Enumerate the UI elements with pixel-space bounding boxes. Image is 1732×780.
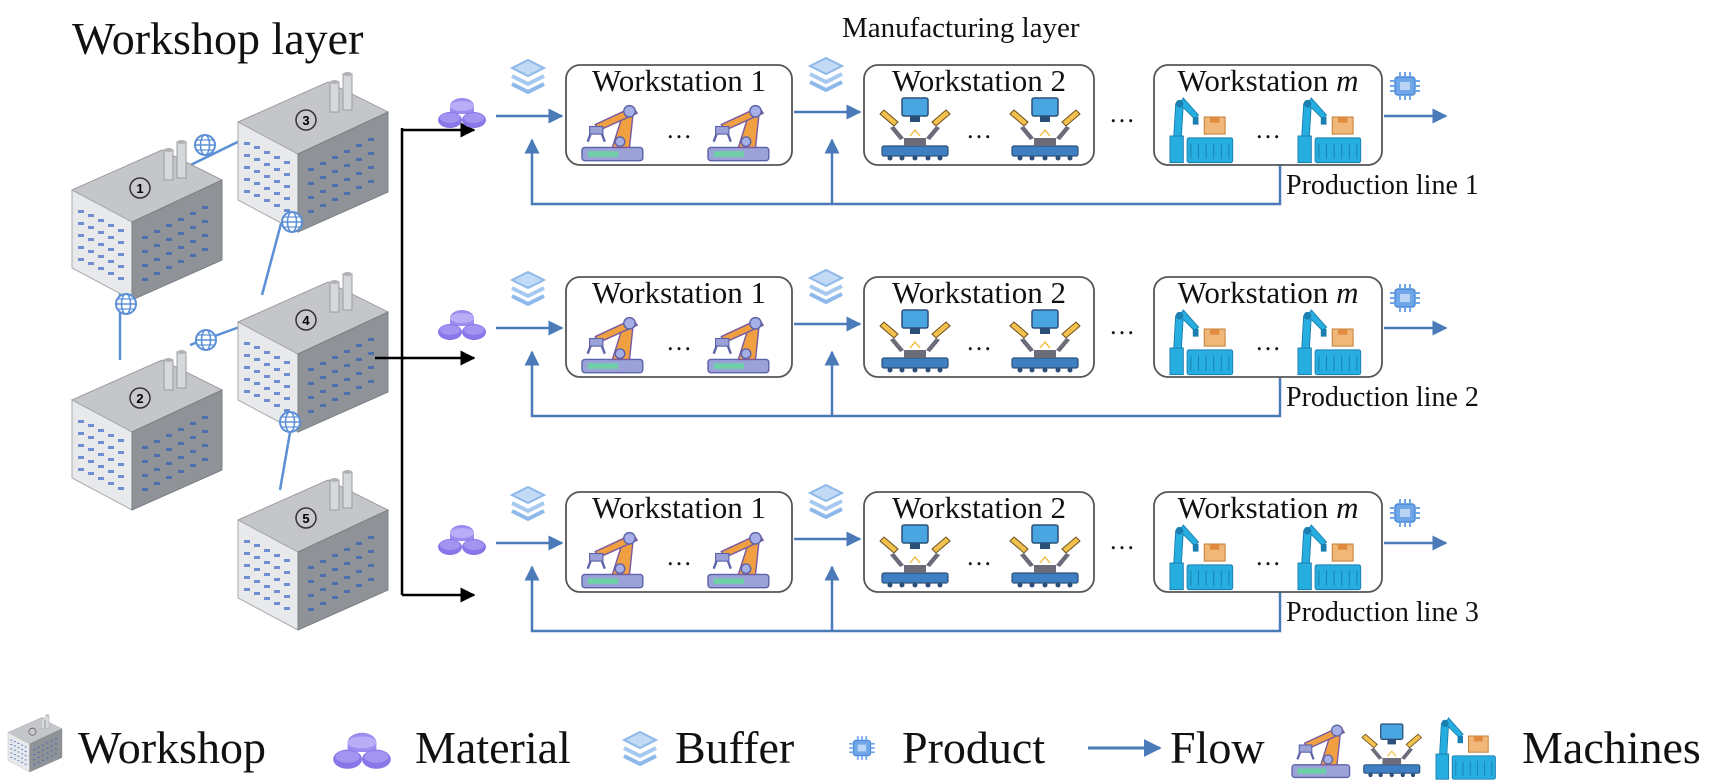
workstation-name: Workstation 2 [892,63,1066,98]
station-ellipsis: … [1109,99,1135,128]
legend-cobot-icon [1435,717,1496,780]
product-icon [1389,71,1421,101]
machine-ellipsis: … [666,115,692,144]
workstation-name: Workstation 1 [592,490,766,525]
workshop-group: 1 2 3 4 5 [71,71,389,631]
machine-ellipsis: … [966,327,992,356]
production-line-1: Workstation 1…Workstation 2…Workstation … [438,56,1479,206]
workshop-building-5: 5 [237,469,389,631]
workstation-index: m [1336,490,1358,525]
manufacturing-layer-title: Manufacturing layer [842,12,1080,44]
workstation-2: Workstation 2 … [863,490,1095,593]
workshop-number: 4 [302,313,310,328]
workshop-building-3: 3 [237,71,389,233]
workstation-3: Workstation m … [1153,63,1383,166]
production-line-3: Workstation 1…Workstation 2…Workstation … [438,483,1479,633]
production-line-label: Production line 3 [1286,597,1479,628]
workstation-3: Workstation m … [1153,275,1383,378]
product-icon [1389,283,1421,313]
workstation-1: Workstation 1 … [565,275,793,378]
workstation-label: Workstation 2 [892,275,1066,310]
legend-product-icon [848,735,876,761]
production-line-label: Production line 2 [1286,382,1479,413]
workstation-2: Workstation 2 … [863,63,1095,166]
workshop-building-4: 4 [237,271,389,433]
workshop-number: 1 [136,181,143,196]
machine-ellipsis: … [966,542,992,571]
workstation-label: Workstation m [1178,275,1359,310]
workstation-label: Workstation m [1178,490,1359,525]
feedback-arrow [524,350,1282,418]
legend-welder-icon [1361,723,1423,778]
legend-machines-label: Machines [1522,722,1701,773]
buffer-icon [510,485,546,521]
network-globe-icon [281,211,303,233]
workstation-label: Workstation m [1178,63,1359,98]
station-ellipsis: … [1109,526,1135,555]
workstation-3: Workstation m … [1153,490,1383,593]
network-globe-icon [195,329,217,351]
production-line-label: Production line 1 [1286,170,1479,201]
machine-ellipsis: … [1255,327,1281,356]
legend-buffer-label: Buffer [675,722,794,773]
legend-buffer-icon [622,730,658,766]
material-icon [438,525,486,555]
buffer-icon [808,483,844,519]
workstation-name: Workstation [1178,63,1337,98]
legend-product-label: Product [902,722,1045,773]
buffer-icon [510,58,546,94]
workstation-2: Workstation 2 … [863,275,1095,378]
workstation-index: m [1336,63,1358,98]
legend: Workshop Material Buffer Product Flow Ma… [7,714,1701,780]
workstation-index: m [1336,275,1358,310]
workstation-label: Workstation 1 [592,63,766,98]
workstation-1: Workstation 1 … [565,490,793,593]
buffer-icon [808,268,844,304]
workstation-name: Workstation 1 [592,63,766,98]
workshop-building-2: 2 [71,349,223,511]
legend-material-icon [333,732,391,769]
legend-robot-icon [1290,724,1351,779]
workshop-number: 5 [302,511,309,526]
workshop-building-1: 1 [71,139,223,301]
material-icon [438,310,486,340]
legend-flow-label: Flow [1170,722,1265,773]
legend-workshop-label: Workshop [78,722,266,773]
production-line-2: Workstation 1…Workstation 2…Workstation … [438,268,1479,418]
network-globe-icon [194,134,216,156]
product-icon [1389,498,1421,528]
feedback-arrow [524,138,1282,206]
workstation-1: Workstation 1 … [565,63,793,166]
workstation-name: Workstation [1178,275,1337,310]
legend-material-label: Material [415,722,571,773]
machine-ellipsis: … [666,542,692,571]
feedback-arrow [524,565,1282,633]
workstation-label: Workstation 1 [592,275,766,310]
machine-ellipsis: … [666,327,692,356]
material-distribution [375,122,476,603]
machine-ellipsis: … [1255,542,1281,571]
machine-ellipsis: … [1255,115,1281,144]
workstation-label: Workstation 2 [892,63,1066,98]
machine-ellipsis: … [966,115,992,144]
material-icon [438,98,486,128]
network-globe-icon [279,411,301,433]
workstation-name: Workstation 2 [892,490,1066,525]
workstation-label: Workstation 1 [592,490,766,525]
workstation-label: Workstation 2 [892,490,1066,525]
workstation-name: Workstation 1 [592,275,766,310]
legend-workshop-icon [7,714,63,773]
workstation-name: Workstation [1178,490,1337,525]
network-globe-icon [115,293,137,315]
workshop-number: 3 [302,113,309,128]
buffer-icon [808,56,844,92]
station-ellipsis: … [1109,311,1135,340]
buffer-icon [510,270,546,306]
workstation-name: Workstation 2 [892,275,1066,310]
workshop-number: 2 [136,391,143,406]
workshop-layer-title: Workshop layer [72,13,364,64]
